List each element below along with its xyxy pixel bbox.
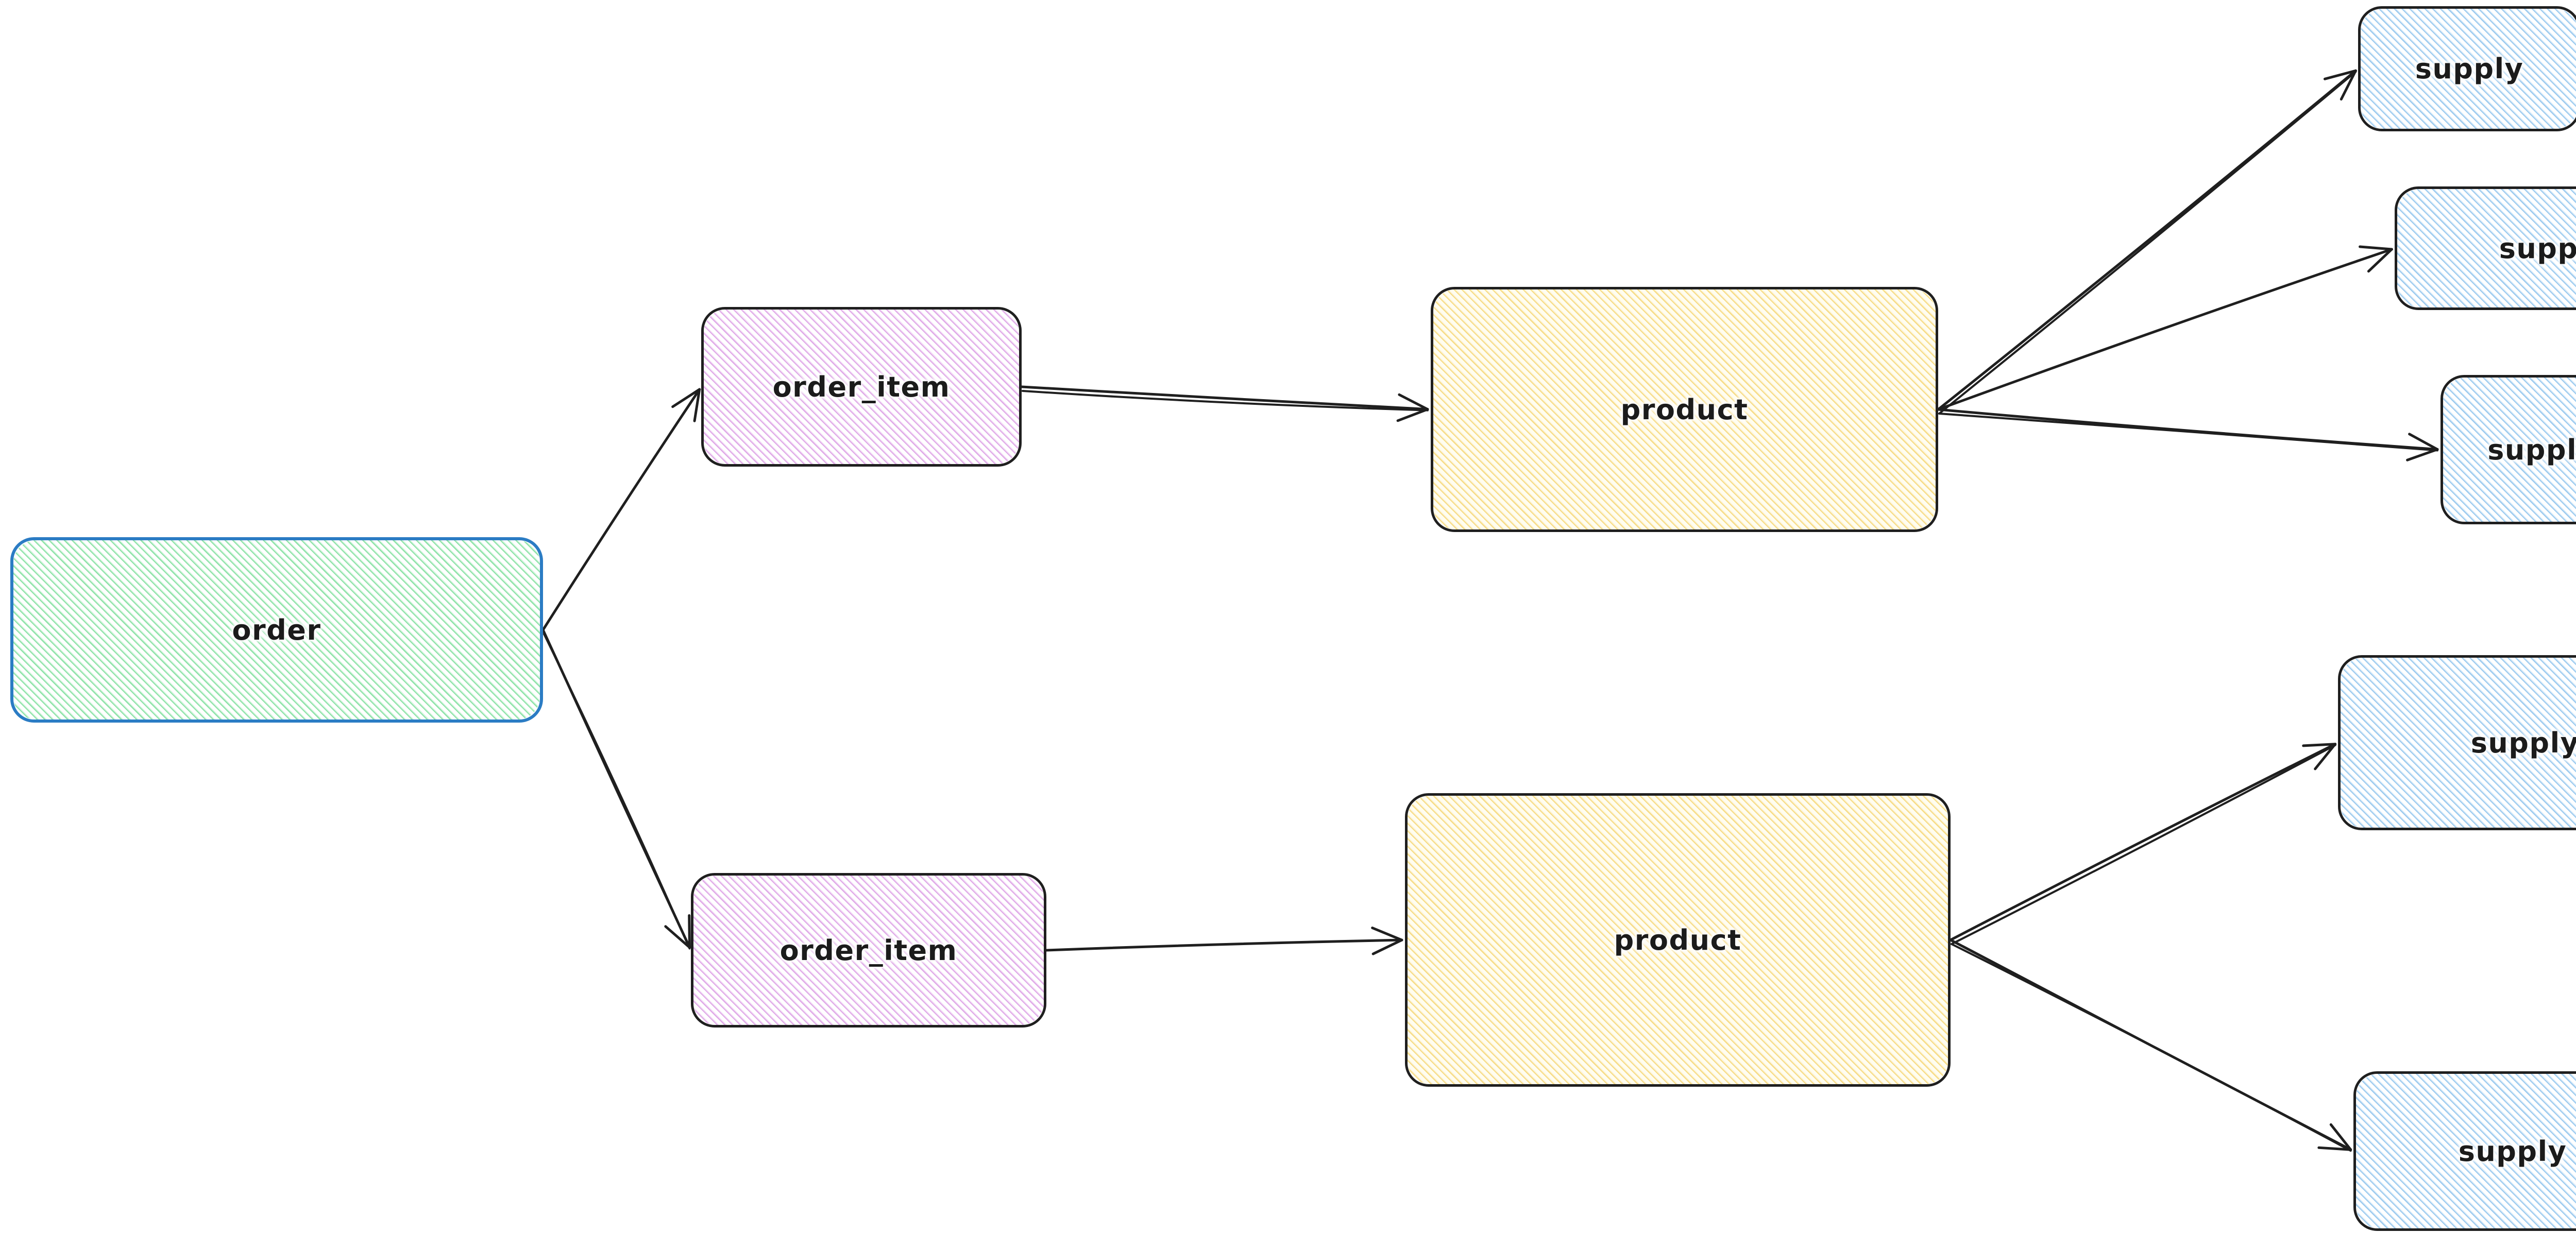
node-fill-supply: [2341, 658, 2576, 828]
node-fill-product: [1433, 289, 1936, 529]
node-supply_5[interactable]: supply: [2353, 1071, 2576, 1231]
edge-order-to-order_item_1[interactable]: [541, 388, 701, 631]
edge-product_1-to-supply_2[interactable]: [1937, 245, 2393, 411]
node-fill-order_item: [704, 310, 1019, 464]
node-supply_1[interactable]: supply: [2358, 6, 2576, 131]
node-label: supply: [2487, 433, 2576, 466]
node-fill-supply: [2356, 1074, 2576, 1228]
node-label: supply: [2499, 232, 2576, 265]
node-fill-order: [13, 540, 540, 720]
node-order_item_1[interactable]: order_item: [701, 307, 1022, 467]
node-fill-product: [1408, 796, 1948, 1084]
node-order[interactable]: order: [10, 537, 543, 723]
node-label: supply: [2470, 726, 2576, 759]
node-fill-supply: [2361, 9, 2576, 129]
node-label: order_item: [772, 370, 951, 403]
node-supply_2[interactable]: supply: [2395, 186, 2576, 310]
edge-order-to-order_item_2[interactable]: [541, 628, 691, 950]
node-fill-supply: [2443, 378, 2576, 522]
edge-order_item_1-to-product_1[interactable]: [1020, 385, 1429, 422]
edge-product_1-to-supply_1[interactable]: [1937, 69, 2357, 415]
node-label: supply: [2415, 53, 2524, 85]
edge-product_2-to-supply_5[interactable]: [1949, 938, 2352, 1152]
node-supply_4[interactable]: supply: [2338, 655, 2576, 830]
node-fill-supply: [2397, 189, 2576, 307]
node-label: supply: [2458, 1135, 2567, 1168]
node-product_1[interactable]: product: [1431, 287, 1938, 532]
node-product_2[interactable]: product: [1405, 793, 1951, 1087]
node-label: product: [1620, 393, 1749, 426]
edge-product_2-to-supply_4[interactable]: [1949, 743, 2337, 945]
node-label: order_item: [779, 934, 958, 967]
node-order_item_2[interactable]: order_item: [691, 873, 1046, 1028]
node-label: product: [1614, 923, 1742, 956]
node-fill-order_item: [693, 876, 1044, 1025]
edge-order_item_2-to-product_2[interactable]: [1045, 927, 1403, 955]
node-supply_3[interactable]: supply: [2441, 375, 2576, 524]
node-label: order: [232, 613, 321, 646]
edge-product_1-to-supply_3[interactable]: [1937, 408, 2439, 461]
